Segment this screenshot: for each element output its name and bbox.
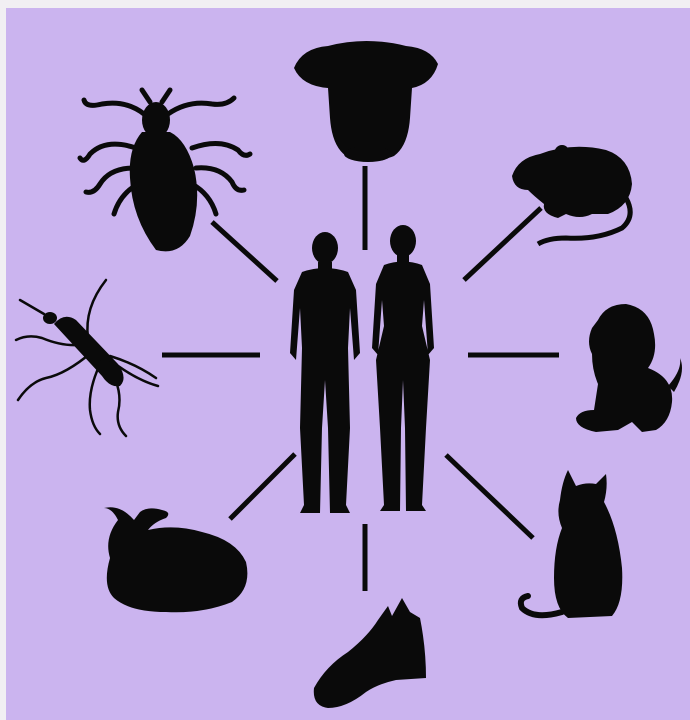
zoonosis-diagram xyxy=(6,8,690,720)
diagram-svg xyxy=(6,8,690,720)
